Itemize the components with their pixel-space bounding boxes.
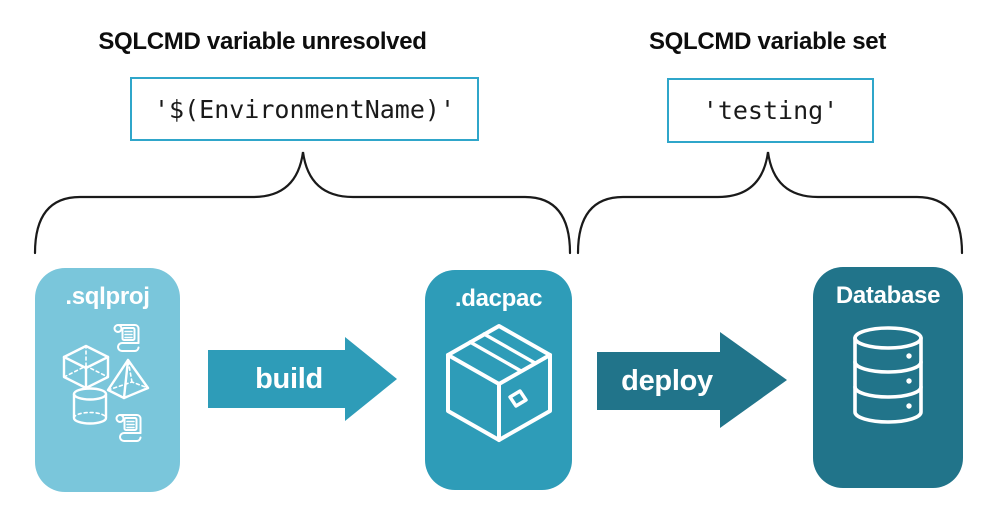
build-arrow-label: build [255,362,323,395]
sqlproj-label: .sqlproj [65,283,150,310]
database-icon [853,326,923,424]
node-database: Database [813,267,963,488]
code-box-environment-variable: '$(EnvironmentName)' [130,77,479,141]
deploy-arrow [597,332,787,428]
node-sqlproj: .sqlproj [35,268,180,492]
right-curly-brace [576,151,964,255]
left-curly-brace [33,151,572,255]
node-dacpac: .dacpac [425,270,572,490]
heading-sqlcmd-variable-unresolved: SQLCMD variable unresolved [98,28,427,55]
code-environment-variable: '$(EnvironmentName)' [153,94,456,124]
heading-sqlcmd-variable-set: SQLCMD variable set [648,28,887,55]
code-box-testing-value: 'testing' [667,78,874,143]
package-icon [445,324,552,442]
sql-objects-icon [62,324,149,442]
deploy-arrow-label: deploy [621,364,713,397]
build-arrow [208,337,397,421]
database-label: Database [835,282,941,309]
code-testing-value: 'testing' [702,96,839,125]
dacpac-label: .dacpac [454,285,543,312]
